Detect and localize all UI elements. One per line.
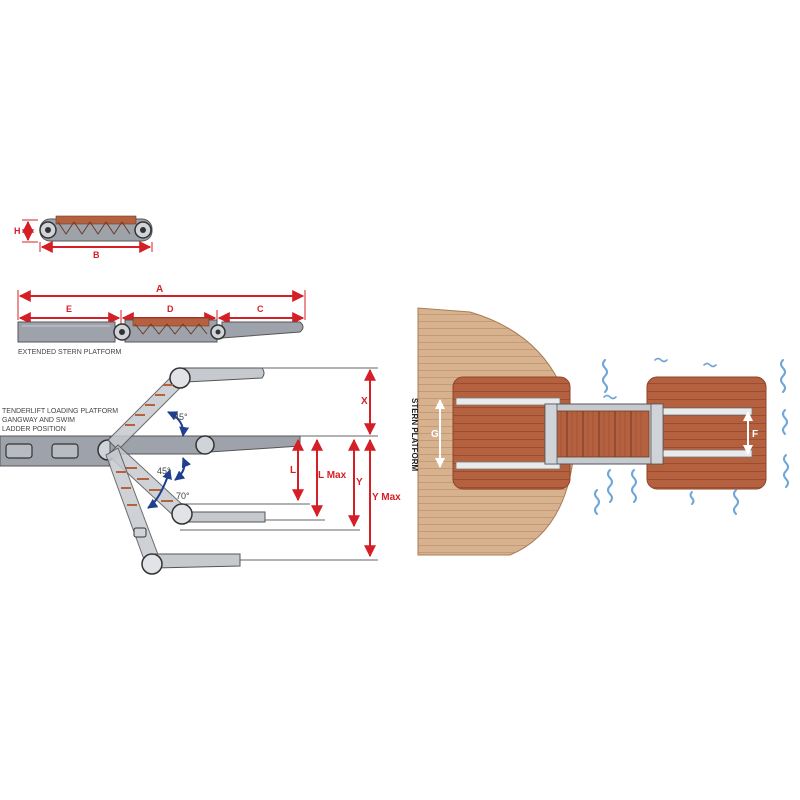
dim-label-b: B [93,250,100,260]
angle-70: 70° [176,491,190,501]
dim-label-f: F [752,429,758,440]
dim-label-a: A [156,284,163,295]
caption-stern-platform: STERN PLATFORM [410,398,419,472]
top-view: STERN PLATFORM G F [410,307,789,556]
retracted-unit: H B [14,215,153,260]
caption-tenderlift-3: LADDER POSITION [2,426,66,433]
angle-45-top: 45° [174,412,188,422]
caption-tenderlift-1: TENDERLIFT LOADING PLATFORM [2,408,118,415]
dim-label-l: L [290,465,296,476]
dim-label-x: X [361,396,368,407]
extended-platform: A E D C EXTENDED STERN PLATFORM [17,284,306,356]
dim-label-e: E [66,304,72,314]
gangway-positions: 45° 45° 70° X L L Max Y Y Max TENDERLIFT… [0,367,401,575]
dim-label-h: H [14,226,21,236]
dim-label-y-max: Y Max [372,492,401,503]
dim-label-g: G [431,429,439,440]
caption-tenderlift-2: GANGWAY AND SWIM [2,417,75,424]
dim-label-y: Y [356,477,363,488]
caption-extended-stern-platform: EXTENDED STERN PLATFORM [18,349,121,356]
angle-45-mid: 45° [157,466,171,476]
dim-label-c: C [257,304,264,314]
dim-label-d: D [167,304,174,314]
dim-label-l-max: L Max [318,470,347,481]
